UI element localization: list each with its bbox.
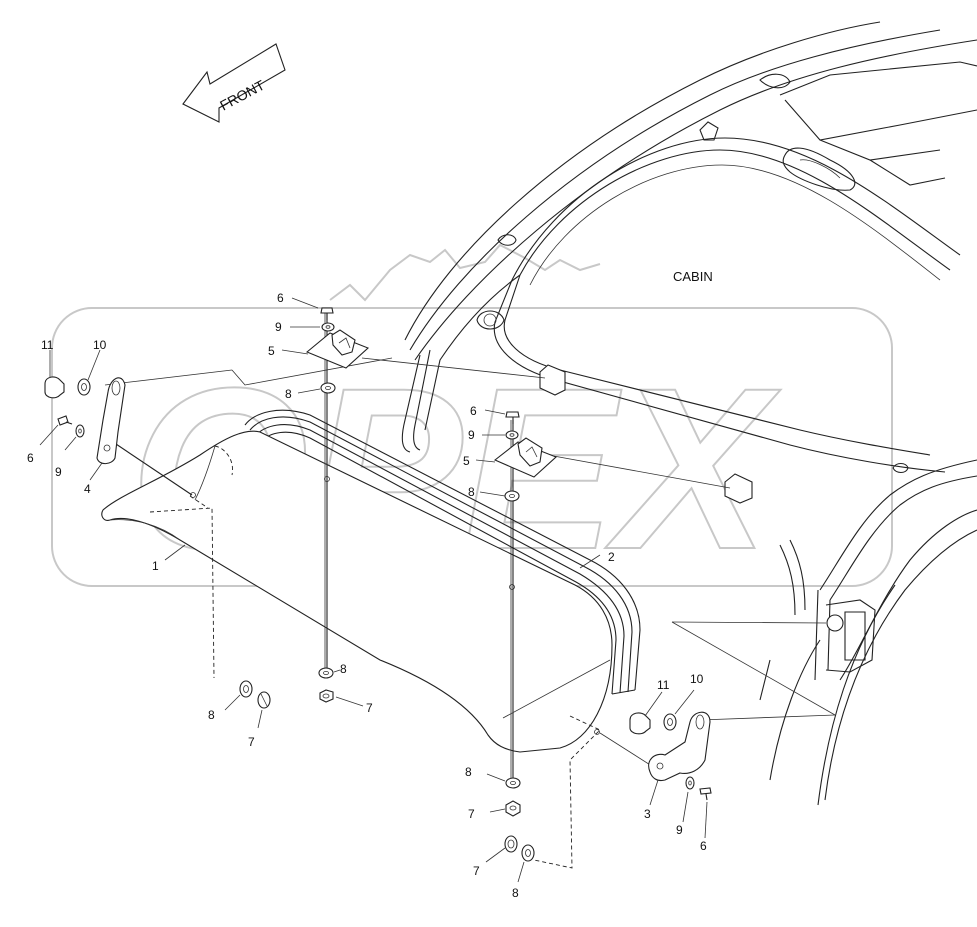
front-arrow: FRONT [182,43,286,123]
callout-1: 1 [152,559,159,573]
bracket-3 [648,711,711,782]
callout-labels: CABIN 6 9 5 8 6 9 5 8 11 10 6 9 4 1 2 8 … [27,269,713,900]
callout-6: 6 [27,451,34,465]
callout-7: 7 [366,701,373,715]
callout-9: 9 [468,428,475,442]
seal-strip [244,409,641,695]
callout-10: 10 [93,338,107,352]
callout-9: 9 [275,320,282,334]
callout-8: 8 [468,485,475,499]
callout-8: 8 [340,662,347,676]
callout-8: 8 [285,387,292,401]
callout-7: 7 [248,735,255,749]
bracket-4 [96,377,126,465]
callout-4: 4 [84,482,91,496]
callout-8: 8 [512,886,519,900]
cabin-label: CABIN [673,269,713,284]
callout-8: 8 [208,708,215,722]
callout-10: 10 [690,672,704,686]
knobs [44,376,651,735]
callout-2: 2 [608,550,615,564]
bolts [57,307,712,801]
visor-panel [101,430,613,869]
cabin-body [401,21,977,806]
callout-8: 8 [465,765,472,779]
callout-6: 6 [470,404,477,418]
callout-11: 11 [41,338,54,352]
callout-7: 7 [468,807,475,821]
callout-5: 5 [268,344,275,358]
nuts [257,689,521,853]
callout-6: 6 [277,291,284,305]
callout-9: 9 [55,465,62,479]
callout-3: 3 [644,807,651,821]
callout-7: 7 [473,864,480,878]
callout-6: 6 [700,839,707,853]
callout-5: 5 [463,454,470,468]
leader-lines [39,297,708,883]
bracket-5-lower [493,437,558,478]
bracket-5-upper [305,329,370,369]
washers [75,322,695,862]
callout-11: 11 [657,678,670,692]
callout-9: 9 [676,823,683,837]
front-label: FRONT [217,77,267,114]
